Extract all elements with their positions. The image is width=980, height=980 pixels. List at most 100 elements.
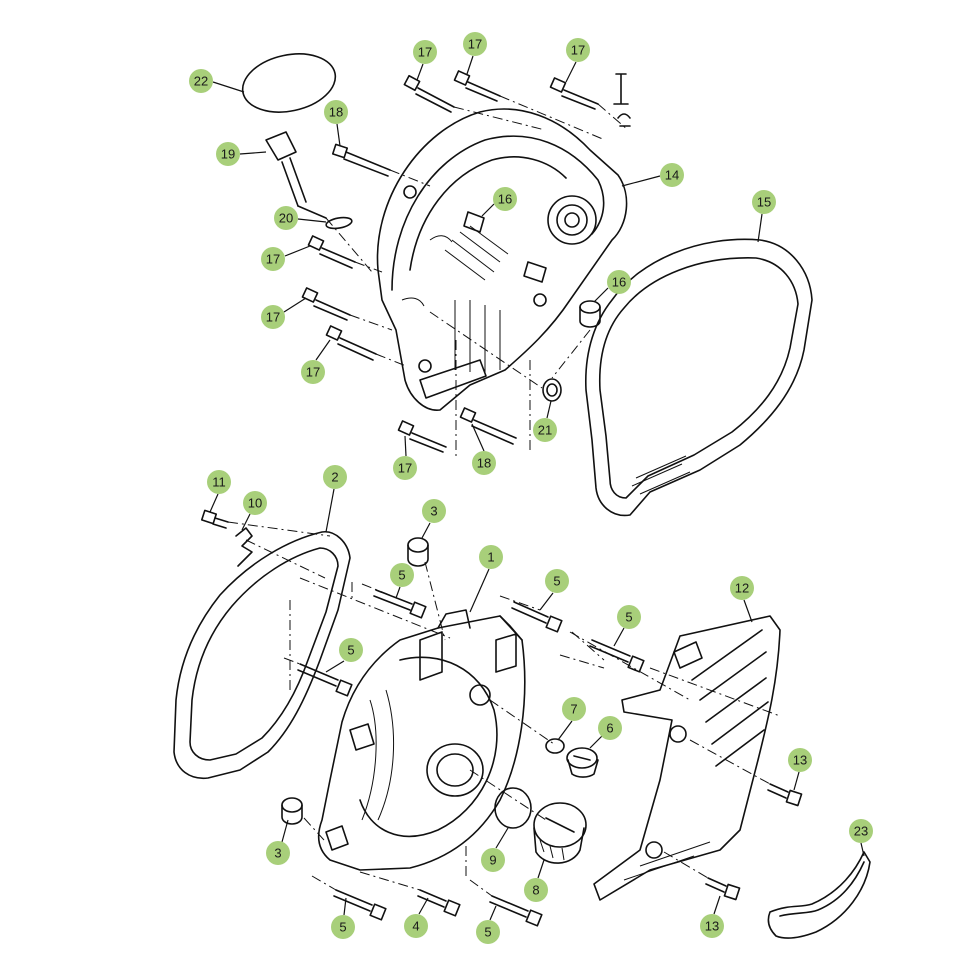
bolt-17-c [549, 77, 599, 110]
filler-cap-19 [265, 131, 327, 219]
dowel-16 [579, 300, 601, 328]
callout-21: 21 [533, 400, 557, 442]
callout-label: 5 [625, 610, 632, 625]
callout-17: 17 [301, 339, 331, 384]
callout-label: 16 [612, 275, 626, 290]
bolt-11 [200, 509, 229, 529]
bolt-5-b [511, 601, 563, 633]
gasket-2 [173, 531, 351, 779]
callout-22: 22 [189, 69, 245, 93]
callout-label: 17 [571, 43, 585, 58]
bolt-17-b [453, 70, 501, 102]
lower-assembly [173, 509, 871, 939]
bolt-17-e [301, 287, 351, 321]
gasket-15 [585, 238, 813, 517]
callout-label: 17 [398, 461, 412, 476]
o-ring-20 [325, 216, 353, 230]
bolt-18-lower [459, 407, 517, 445]
chain-guard-23 [767, 851, 871, 939]
callout-10: 10 [241, 491, 267, 531]
bolt-17-a [403, 74, 455, 113]
callout-label: 20 [279, 211, 293, 226]
callout-18: 18 [471, 423, 496, 475]
callout-label: 3 [430, 504, 437, 519]
bolt-13-b [705, 877, 741, 901]
callout-1: 1 [469, 545, 503, 613]
callout-label: 1 [487, 550, 494, 565]
bolt-17-f [325, 325, 377, 361]
callout-17: 17 [261, 245, 311, 271]
o-ring-22 [241, 53, 337, 113]
callout-5: 5 [539, 569, 569, 611]
lower-centerlines [227, 521, 781, 897]
callout-label: 10 [248, 496, 262, 511]
callout-8: 8 [524, 859, 548, 902]
callout-5: 5 [331, 897, 355, 939]
callout-label: 18 [477, 456, 491, 471]
callout-13: 13 [700, 895, 724, 938]
gasket-15-slot [631, 455, 691, 495]
callout-label: 5 [484, 925, 491, 940]
callout-label: 15 [757, 195, 771, 210]
callout-label: 23 [854, 824, 868, 839]
callout-23: 23 [849, 819, 873, 857]
cap-8 [533, 802, 587, 864]
callout-label: 17 [418, 45, 432, 60]
callout-14: 14 [621, 163, 684, 187]
callout-13: 13 [788, 748, 812, 791]
crankcase-cover-14 [376, 108, 628, 411]
callout-2: 2 [323, 465, 347, 533]
bolt-17-d [307, 235, 356, 269]
plug-6 [566, 747, 599, 778]
bolt-5-d [297, 663, 353, 697]
callout-label: 21 [538, 423, 552, 438]
callout-label: 16 [498, 192, 512, 207]
callout-3: 3 [421, 499, 446, 539]
callout-label: 7 [570, 702, 577, 717]
callout-12: 12 [730, 576, 754, 623]
callout-label: 13 [793, 753, 807, 768]
bolt-5-e [333, 889, 387, 921]
dowel-3-upper [407, 537, 429, 567]
callout-label: 5 [553, 574, 560, 589]
upper-centerlines [325, 95, 629, 458]
callouts: 22 17 17 17 18 19 20 16 14 15 17 16 17 1… [189, 32, 873, 944]
bolt-17-g [397, 420, 447, 453]
bolt-18-upper [331, 143, 391, 177]
upper-assembly [241, 53, 813, 517]
callout-label: 12 [735, 581, 749, 596]
callout-label: 9 [489, 853, 496, 868]
callout-label: 8 [532, 883, 539, 898]
clip [613, 73, 631, 127]
callout-label: 14 [665, 168, 679, 183]
callout-label: 3 [274, 846, 281, 861]
sprocket-cover-12 [593, 615, 781, 901]
callout-label: 13 [705, 919, 719, 934]
o-ring-9 [494, 787, 532, 829]
callout-label: 4 [412, 919, 419, 934]
dowel-3-lower [281, 797, 303, 825]
callout-17: 17 [413, 40, 437, 81]
callout-3: 3 [266, 819, 290, 865]
callout-5: 5 [613, 605, 641, 647]
callout-label: 18 [329, 105, 343, 120]
callout-label: 6 [606, 721, 613, 736]
callout-5: 5 [325, 638, 363, 673]
callout-7: 7 [557, 697, 586, 741]
callout-15: 15 [752, 190, 776, 243]
callout-label: 17 [468, 37, 482, 52]
callout-label: 17 [266, 252, 280, 267]
callout-label: 11 [212, 475, 226, 490]
callout-label: 19 [221, 147, 235, 162]
callout-4: 4 [404, 897, 429, 938]
generator-cover-1 [317, 609, 526, 871]
callout-18: 18 [324, 100, 348, 147]
callout-11: 11 [207, 470, 231, 513]
callout-label: 5 [347, 643, 354, 658]
callout-label: 2 [331, 470, 338, 485]
callout-label: 22 [194, 74, 208, 89]
callout-17: 17 [463, 32, 487, 75]
callout-9: 9 [481, 827, 509, 872]
callout-label: 5 [398, 568, 405, 583]
